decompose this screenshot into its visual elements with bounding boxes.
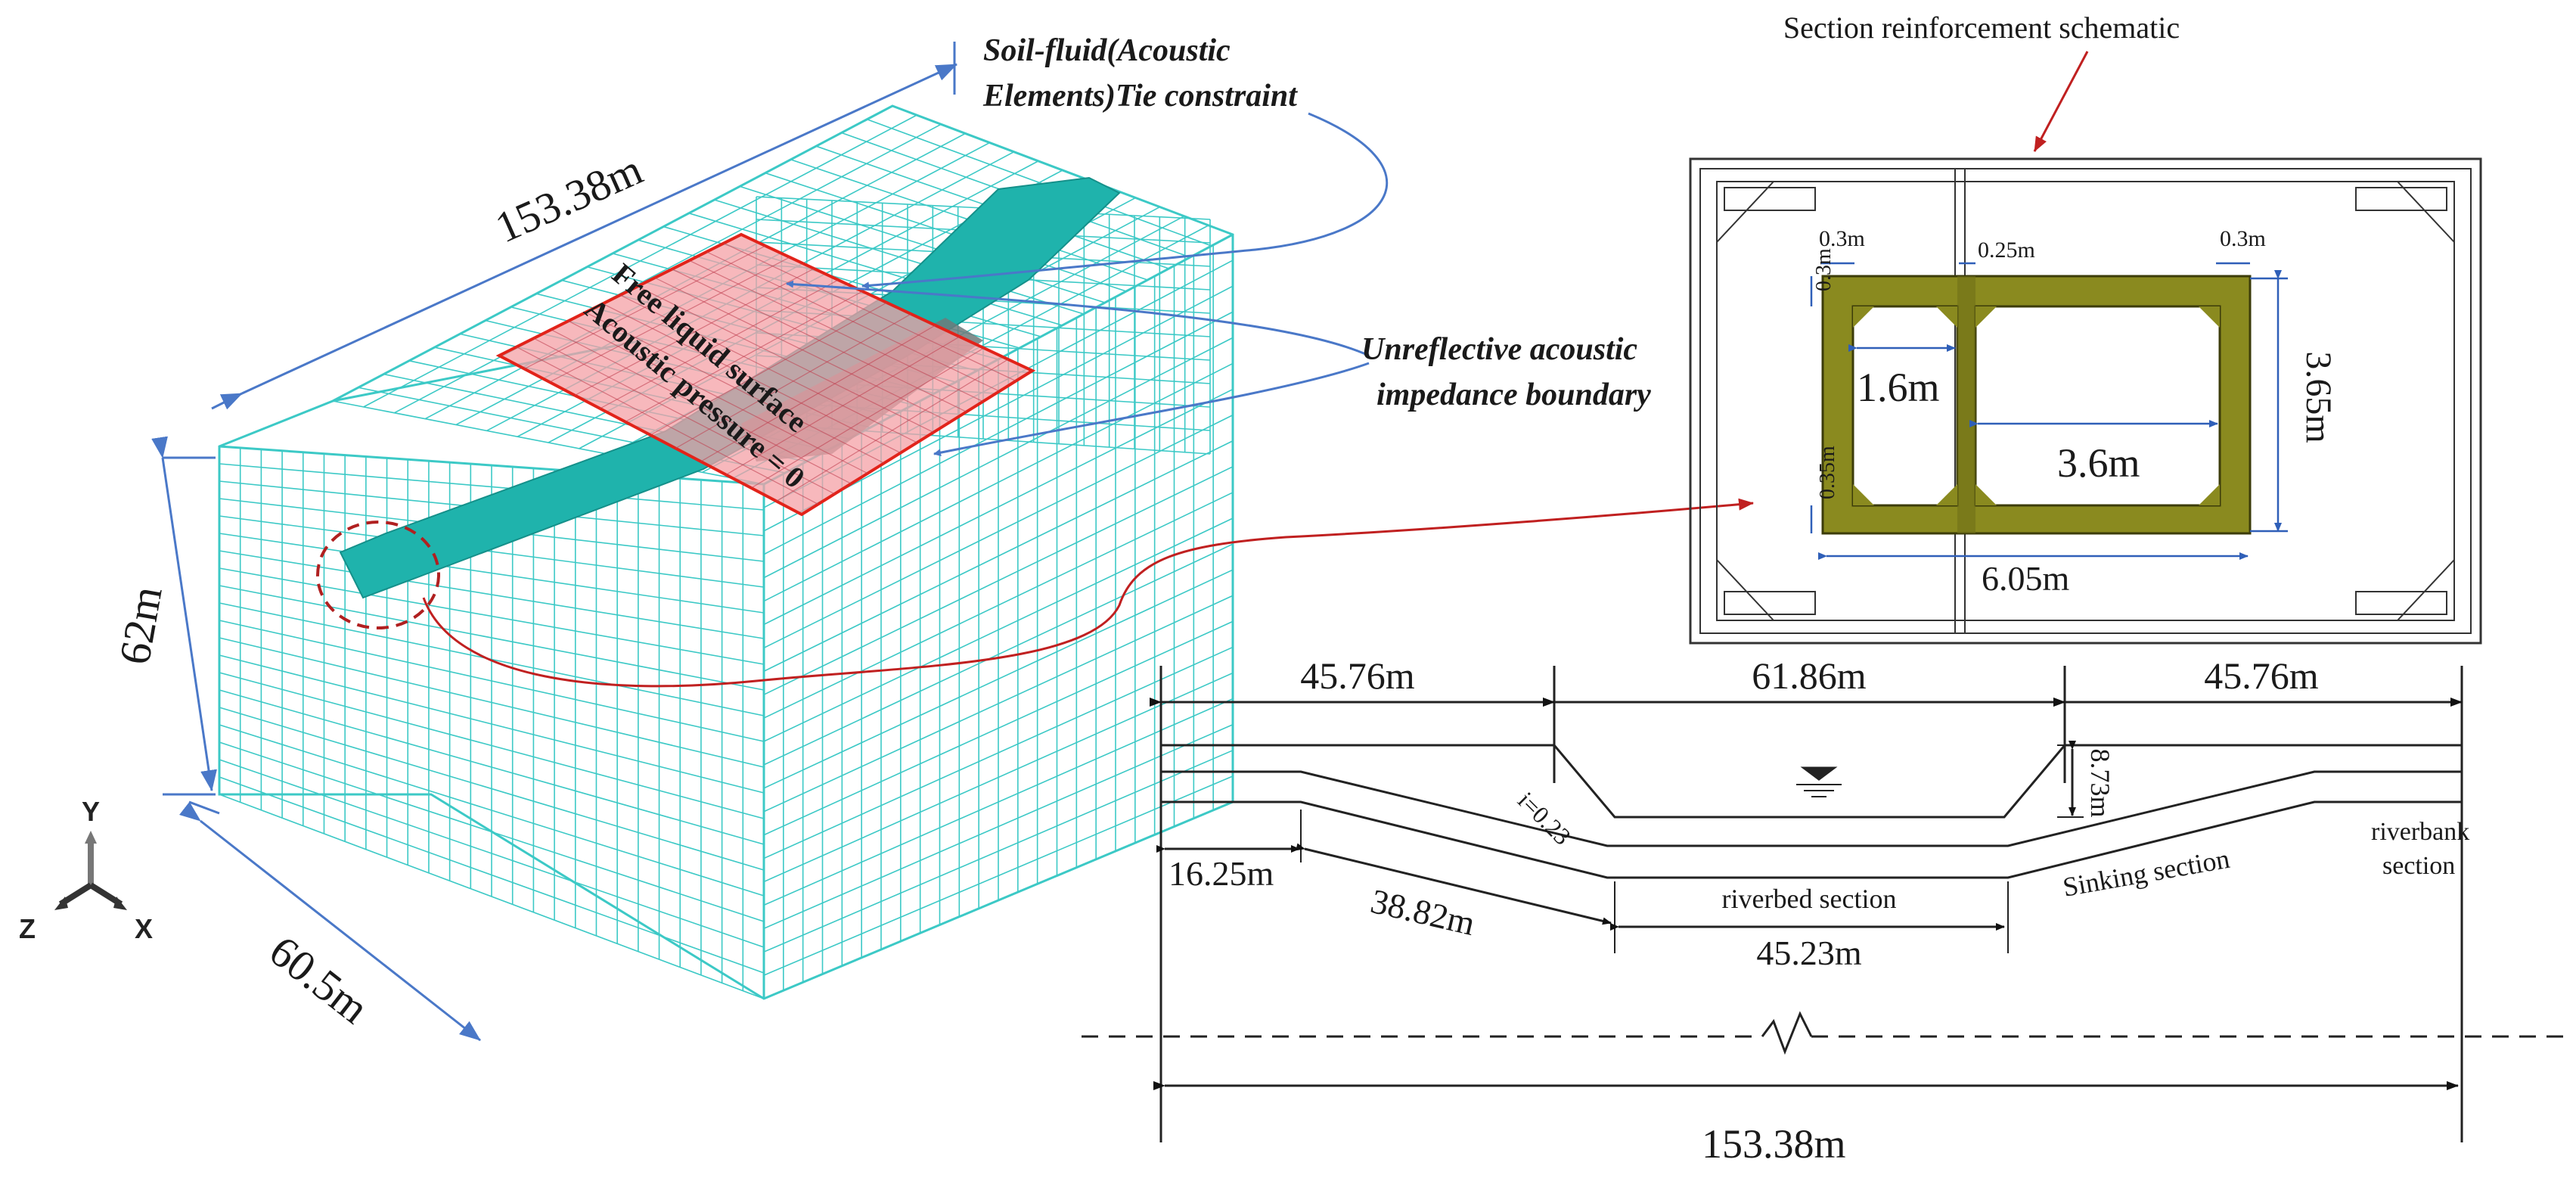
mesh-line — [219, 515, 765, 588]
mesh-line — [763, 698, 1234, 906]
dim-t-right: 0.3m — [2220, 226, 2266, 251]
mesh-line — [219, 550, 765, 639]
mesh-line — [763, 672, 1234, 883]
axis-x-label: X — [135, 913, 153, 944]
riverbank-label-line2: section — [2382, 852, 2455, 880]
mesh-line — [219, 585, 765, 691]
mesh-line — [763, 723, 1234, 930]
axis-z-label: Z — [19, 913, 36, 944]
mesh-line — [763, 750, 1234, 953]
section-dimensions — [1810, 262, 2288, 560]
total-length-label: 153.38m — [1702, 1121, 1846, 1167]
axis-y-label: Y — [82, 796, 100, 827]
mesh-line — [763, 543, 1234, 766]
dim-inner-height: 3.65m — [2298, 351, 2339, 443]
mesh-line — [763, 414, 1234, 649]
tie-callout-line1: Soil-fluid(Acoustic — [983, 33, 1231, 68]
height-label: 62m — [110, 583, 172, 668]
boundary-callout-curve-2 — [933, 362, 1370, 457]
mesh-line — [763, 620, 1234, 836]
mesh-line — [219, 689, 765, 845]
mesh-line — [763, 595, 1234, 813]
section-title-arrow — [2033, 51, 2089, 152]
section-link-curve — [422, 498, 1754, 688]
length-label: 153.38m — [488, 145, 649, 253]
mesh-line — [763, 569, 1234, 789]
dim-cell-left: 1.6m — [1857, 365, 1940, 410]
tie-callout-curve — [861, 112, 1389, 290]
bed-len-label: 45.23m — [1756, 934, 1862, 972]
dim-t-left: 0.3m — [1819, 226, 1865, 251]
sink-len-label: 38.82m — [1367, 881, 1479, 943]
mesh-line — [219, 533, 765, 614]
section-frame — [1689, 157, 2482, 645]
span-mid-label: 61.86m — [1752, 654, 1867, 697]
mesh-line — [219, 637, 765, 768]
profile-drawing — [1082, 666, 2564, 1142]
mesh-line — [763, 388, 1234, 626]
mesh-line — [763, 492, 1234, 719]
tie-callout-line2: Elements)Tie constraint — [982, 79, 1298, 113]
mesh-line — [763, 517, 1234, 742]
tube-cross-section — [1821, 275, 2252, 535]
mesh-line — [219, 672, 765, 819]
mesh-line — [219, 620, 765, 742]
mesh-line — [763, 311, 1234, 555]
riverbank-label-line1: riverbank — [2371, 818, 2469, 846]
surface-grid-line — [776, 359, 1009, 502]
span-right-label: 45.76m — [2204, 654, 2319, 697]
mesh-line — [219, 724, 765, 897]
dim-cell-right: 3.6m — [2057, 440, 2140, 486]
width-label: 60.5m — [260, 926, 378, 1033]
axes-triad: Y Z X — [19, 796, 153, 944]
bank-flat-label: 16.25m — [1169, 854, 1274, 893]
dim-t-bottom-vertical: 0.35m — [1816, 446, 1839, 499]
mesh-line — [763, 440, 1234, 672]
height-dimension: 62m — [110, 436, 217, 796]
section-title: Section reinforcement schematic — [1783, 11, 2180, 45]
boundary-callout-line1: Unreflective acoustic — [1361, 332, 1637, 367]
sinking-label: Sinking section — [2060, 844, 2232, 903]
mesh-line — [763, 775, 1234, 976]
depth-label: 8.73m — [2085, 748, 2115, 817]
mesh-line — [219, 707, 765, 871]
tube-end-highlight — [316, 521, 440, 629]
mesh-line — [219, 463, 765, 511]
dim-t-mid: 0.25m — [1978, 238, 2035, 263]
mesh-line — [763, 466, 1234, 695]
dim-total-width: 6.05m — [1982, 559, 2070, 598]
span-left-label: 45.76m — [1300, 654, 1415, 697]
mesh-line — [763, 337, 1234, 579]
mesh-line — [219, 759, 765, 948]
mesh-line — [219, 567, 765, 665]
dim-t-top-vertical: 0.3m — [1812, 248, 1836, 291]
mesh-line — [219, 654, 765, 794]
slope-label: i=0.23 — [1513, 786, 1576, 850]
mesh-line — [763, 646, 1234, 859]
boundary-callout-line2: impedance boundary — [1376, 378, 1651, 412]
riverbed-label: riverbed section — [1722, 884, 1897, 914]
